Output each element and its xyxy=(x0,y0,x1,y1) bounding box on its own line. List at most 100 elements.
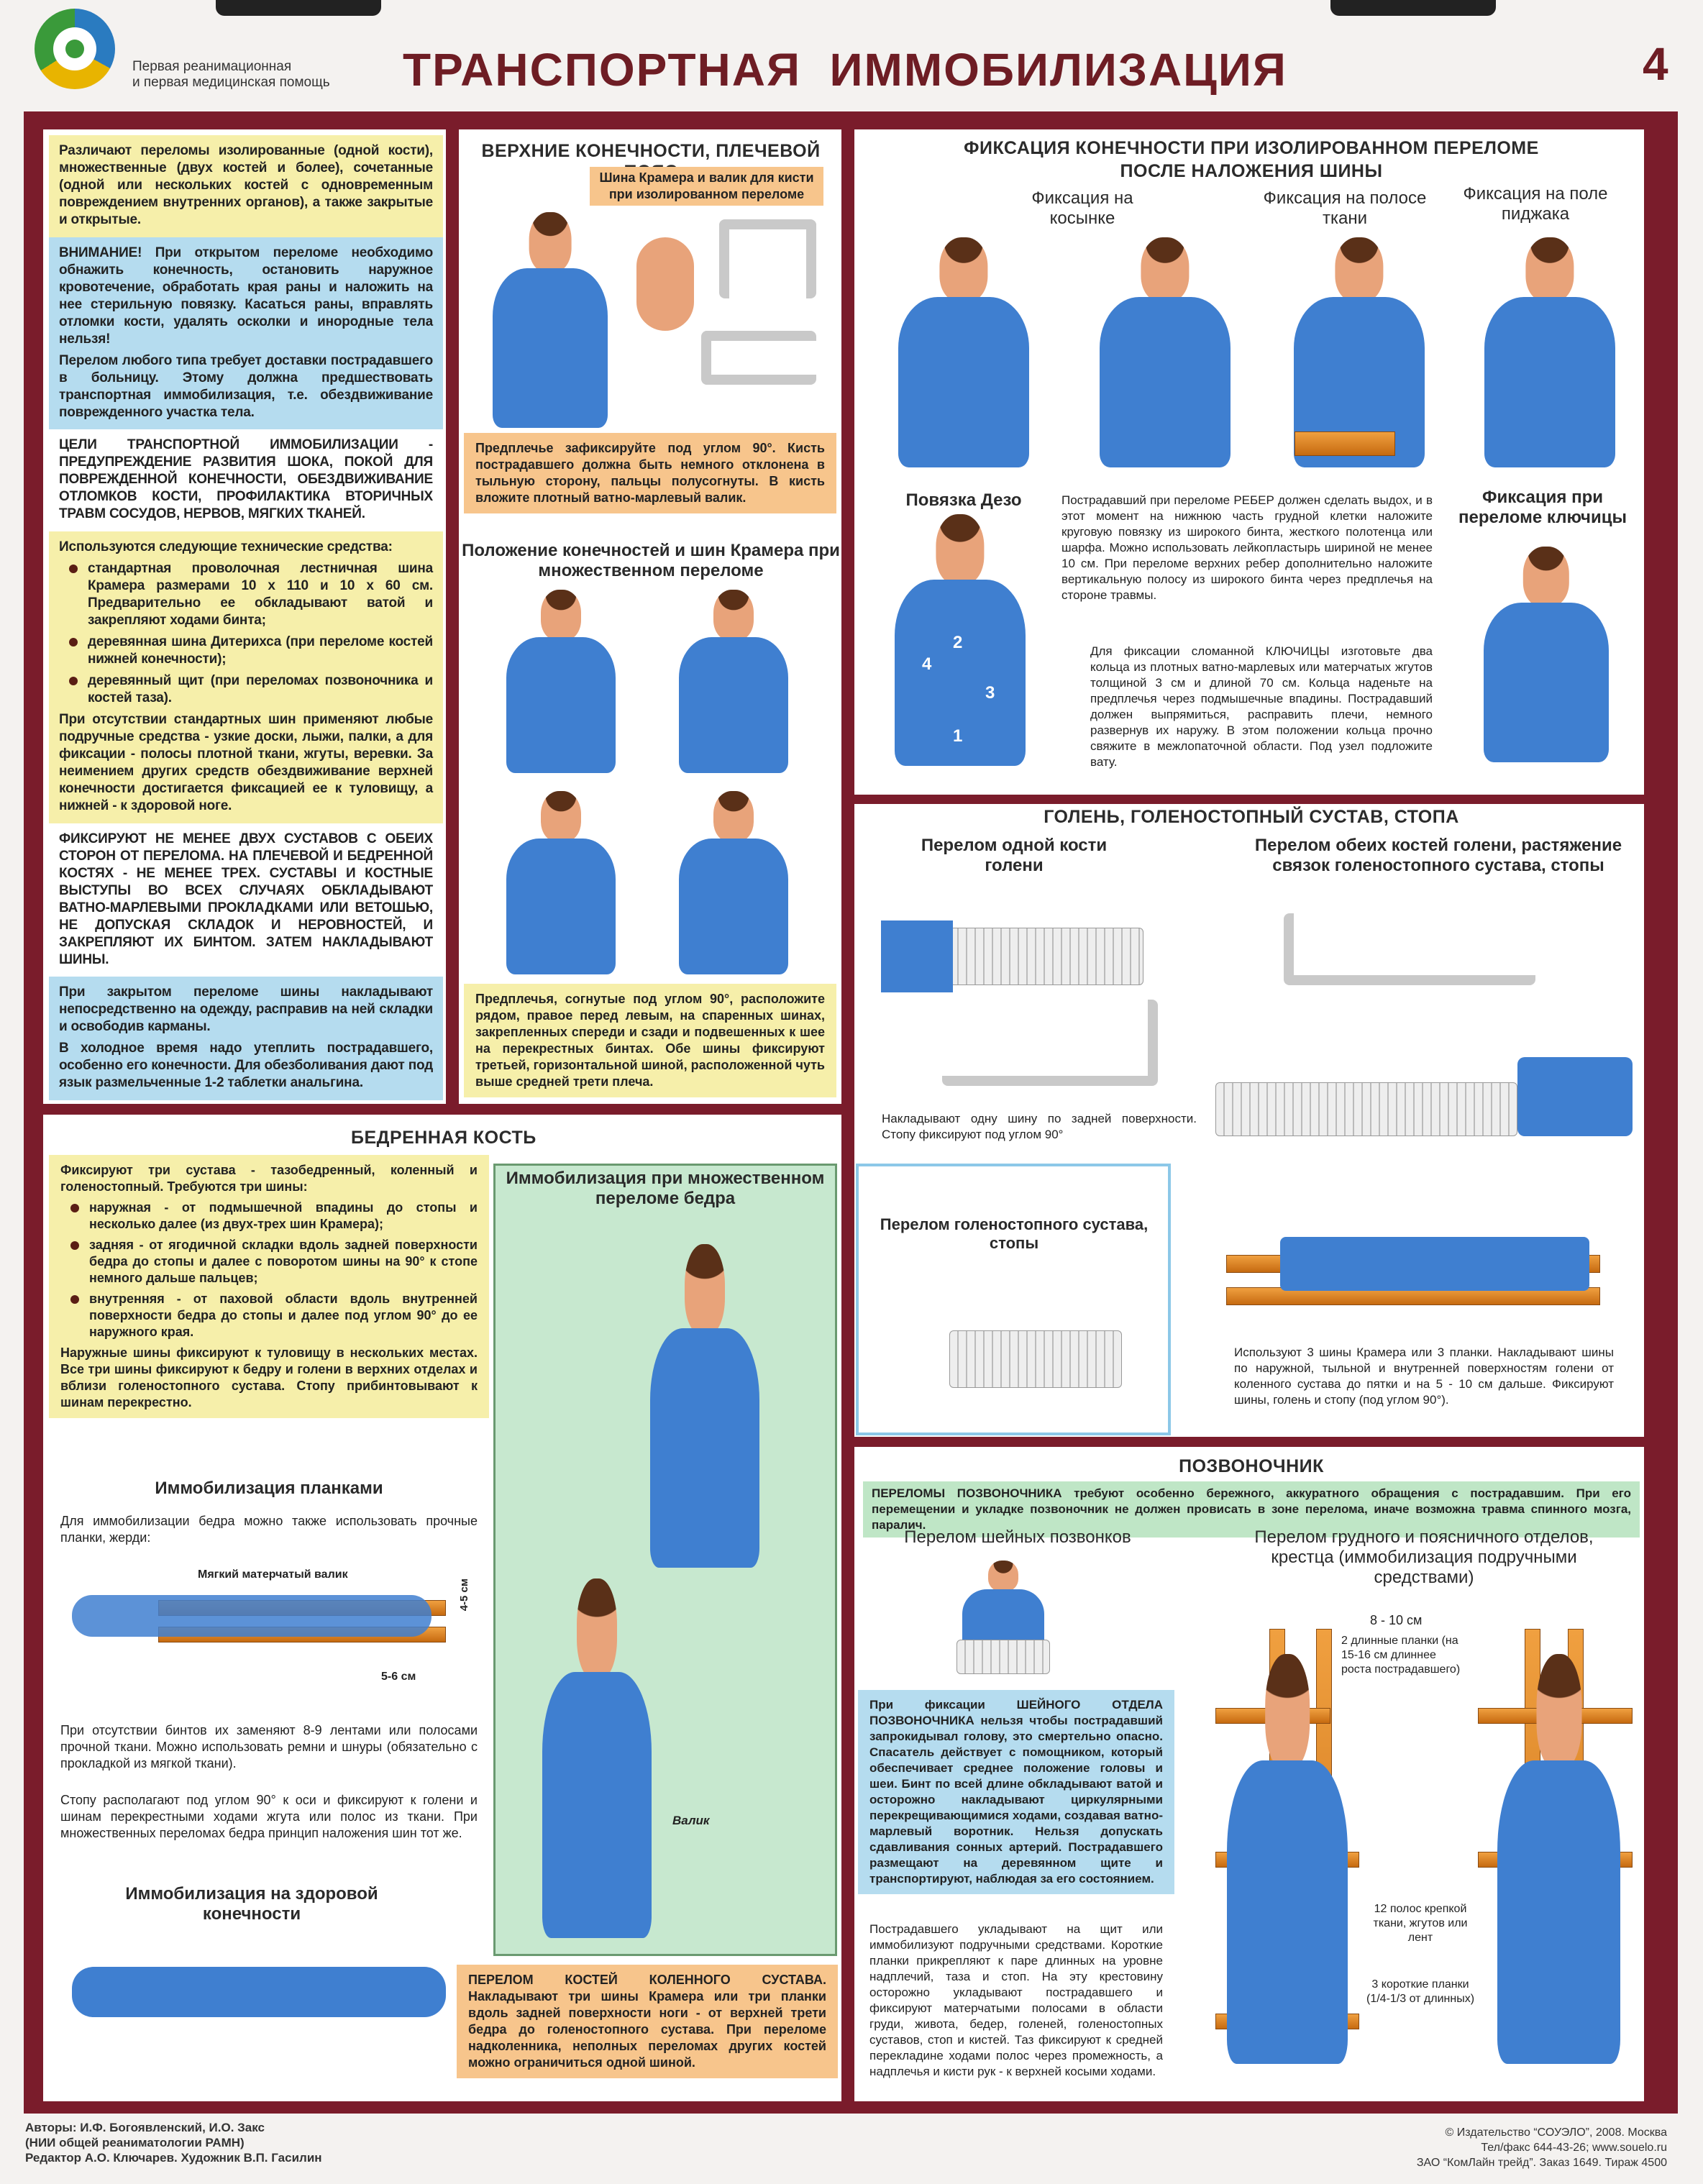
dezo-step: 3 xyxy=(985,683,995,703)
goals-text: ЦЕЛИ ТРАНСПОРТНОЙ ИММОБИЛИЗАЦИИ - ПРЕДУП… xyxy=(59,437,433,522)
publisher: © Издательство “СОУЭЛО”, 2008. Москва xyxy=(1445,2126,1667,2139)
closed-block: При закрытом переломе шины накладывают н… xyxy=(49,977,443,1101)
section-title-spine: ПОЗВОНОЧНИК xyxy=(1179,1456,1324,1476)
clavicle-text: Для фиксации сломанной КЛЮЧИЦЫ изготовьт… xyxy=(1090,644,1433,769)
roll-label: Мягкий матерчатый валик xyxy=(198,1568,348,1581)
section-title-shin: ГОЛЕНЬ, ГОЛЕНОСТОПНЫЙ СУСТАВ, СТОПА xyxy=(1044,807,1459,827)
illustration-hand-roll xyxy=(636,237,694,331)
illustration-jacket-flap xyxy=(1464,237,1636,467)
strips-label: 12 полос крепкой ткани, жгутов или лент xyxy=(1373,1903,1468,1944)
splint-label: Шина Крамера и валик для кисти при изоли… xyxy=(590,167,823,206)
illustration-clavicle-rings xyxy=(1464,547,1629,762)
credits: Авторы: И.Ф. Богоявленский, И.О. Закс (Н… xyxy=(25,2120,322,2165)
means-list: стандартная проволочная лестничная шина … xyxy=(59,560,433,707)
illustration-legs-on-planks xyxy=(1280,1237,1589,1291)
delivery-text: Перелом любого типа требует доставки пос… xyxy=(59,352,433,420)
illustration-dezo-bandage xyxy=(874,514,1046,766)
publisher-logo xyxy=(35,9,115,89)
hanging-clip-right xyxy=(1330,0,1496,16)
warning-block: ВНИМАНИЕ! При открытом переломе необходи… xyxy=(49,237,443,430)
authors: Авторы: И.Ф. Богоявленский, И.О. Закс xyxy=(25,2121,265,2134)
label-clavicle: Фиксация при переломе ключицы xyxy=(1458,488,1627,527)
label-jacket-flap: Фиксация на поле пиджака xyxy=(1463,184,1608,224)
illustration-shin-bandage xyxy=(949,928,1143,985)
contacts: Тел/факс 644-43-26; www.souelo.ru xyxy=(1481,2142,1667,2154)
dimension-label: 4-5 см xyxy=(458,1578,470,1612)
illustration-multiple-front xyxy=(489,590,633,773)
label-dezo: Повязка Дезо xyxy=(905,490,1022,510)
planks-title: Иммобилизация планками xyxy=(155,1479,383,1498)
series-line: и первая медицинская помощь xyxy=(132,75,330,90)
multiple-fracture-text: Предплечья, согнутые под углом 90°, расп… xyxy=(464,984,836,1097)
illustration-healthy-limb xyxy=(72,1967,446,2017)
femur-fixing: Наружные шины фиксируют к туловищу в нес… xyxy=(60,1345,478,1409)
list-item: внутренняя - от паховой области вдоль вн… xyxy=(60,1291,478,1340)
list-item: деревянная шина Дитерихса (при переломе … xyxy=(59,634,433,668)
institute: (НИИ общей реаниматологии РАМН) xyxy=(25,2136,245,2149)
gap-label: 8 - 10 см xyxy=(1370,1613,1423,1627)
foot-text: Стопу располагают под углом 90° к оси и … xyxy=(60,1793,478,1840)
illustration-multiple-front-horizontal xyxy=(489,791,633,974)
hanging-clip-left xyxy=(216,0,381,16)
short-planks-label: 3 короткие планки (1/4-1/3 от длинных) xyxy=(1366,1978,1475,2005)
both-bones-text: Используют 3 шины Крамера или 3 планки. … xyxy=(1234,1345,1614,1407)
general-column: Различают переломы изолированные (одной … xyxy=(49,135,443,1101)
illustration-multiple-back xyxy=(662,590,805,773)
illustration-cotton-collar xyxy=(956,1640,1050,1674)
editor: Редактор А.О. Ключарев. Художник В.П. Га… xyxy=(25,2151,322,2165)
series-line: Первая реанимационная xyxy=(132,59,292,74)
closed-text: При закрытом переломе шины накладывают н… xyxy=(59,984,433,1035)
illustration-kerchief xyxy=(1079,237,1251,467)
intro-text: Различают переломы изолированные (одной … xyxy=(49,135,443,237)
list-item: задняя - от ягодичной складки вдоль задн… xyxy=(60,1237,478,1287)
means-block: Используются следующие технические средс… xyxy=(49,531,443,823)
illustration-lying-person xyxy=(72,1595,432,1637)
sheet-number: 4 xyxy=(1643,38,1668,90)
page-title: ТРАНСПОРТНАЯ ИММОБИЛИЗАЦИЯ xyxy=(403,44,1287,96)
label-fabric-strip: Фиксация на полосе ткани xyxy=(1263,188,1427,228)
illustration-arm-splint xyxy=(475,212,626,428)
illustration-ankle-bandage xyxy=(949,1330,1122,1388)
print-info: ЗАО “КомЛайн трейд”. Заказ 1649. Тираж 4… xyxy=(1416,2157,1667,2169)
illustration-femur-splint-front xyxy=(633,1244,777,1568)
long-planks-label: 2 длинные планки (на 15-16 см длиннее ро… xyxy=(1341,1635,1461,1676)
femur-splints-block: Фиксируют три сустава - тазобедренный, к… xyxy=(49,1155,489,1418)
one-bone-text: Накладывают одну шину по задней поверхно… xyxy=(882,1112,1197,1141)
cold-text: В холодное время надо утеплить пострадав… xyxy=(59,1041,433,1091)
label-thoracic: Перелом грудного и поясничного отделов, … xyxy=(1254,1527,1594,1587)
dimension-label: 5-6 см xyxy=(381,1671,416,1683)
cervical-text: При фиксации ШЕЙНОГО ОТДЕЛА ПОЗВОНОЧНИКА… xyxy=(858,1690,1174,1894)
label-both-bones: Перелом обеих костей голени, растяжение … xyxy=(1254,836,1622,875)
ankle-fracture-box xyxy=(856,1164,1171,1435)
means-title: Используются следующие технические средс… xyxy=(59,539,393,555)
femur-intro: Фиксируют три сустава - тазобедренный, к… xyxy=(60,1163,478,1194)
section-title-fixation: ФИКСАЦИЯ КОНЕЧНОСТИ ПРИ ИЗОЛИРОВАННОМ ПЕ… xyxy=(964,138,1539,181)
ribs-text: Пострадавший при переломе РЕБЕР должен с… xyxy=(1061,493,1433,602)
illustration-multiple-back-horizontal xyxy=(662,791,805,974)
illustration-kramer-splint xyxy=(719,219,816,298)
illustration-spine-front xyxy=(1208,1654,1366,2064)
list-item: стандартная проволочная лестничная шина … xyxy=(59,560,433,629)
multiple-fracture-title: Положение конечностей и шин Крамера при … xyxy=(462,541,840,580)
femur-splints-list: наружная - от подмышечной впадины до сто… xyxy=(60,1200,478,1340)
label-kerchief: Фиксация на косынке xyxy=(1031,188,1133,228)
warning-text: ВНИМАНИЕ! При открытом переломе необходи… xyxy=(59,245,433,347)
dezo-step: 4 xyxy=(922,654,932,674)
knee-fracture-text: ПЕРЕЛОМ КОСТЕЙ КОЛЕННОГО СУСТАВА. Наклад… xyxy=(457,1965,838,2078)
illustration-splint-plank xyxy=(1295,431,1395,456)
joints-text: ФИКСИРУЮТ НЕ МЕНЕЕ ДВУХ СУСТАВОВ С ОБЕИХ… xyxy=(59,831,433,967)
illustration-kramer-splint xyxy=(701,331,816,385)
dezo-step: 1 xyxy=(953,726,963,746)
illustration-femur-splint-planks xyxy=(525,1578,669,1938)
label-cervical: Перелом шейных позвонков xyxy=(904,1527,1131,1547)
illustration-kramer-leg-splint xyxy=(1284,913,1535,985)
illustration-kerchief-open xyxy=(877,237,1050,467)
illustration-trousers xyxy=(881,920,953,992)
list-item: деревянный щит (при переломах позвоночни… xyxy=(59,672,433,707)
label-one-bone: Перелом одной кости голени xyxy=(921,836,1108,875)
spine-intro: ПЕРЕЛОМЫ ПОЗВОНОЧНИКА требуют особенно б… xyxy=(863,1481,1640,1538)
multiple-femur-title: Иммобилизация при множественном переломе… xyxy=(506,1169,825,1208)
illustration-spine-back xyxy=(1478,1654,1640,2064)
illustration-both-bones-bandage xyxy=(1215,1082,1517,1136)
forearm-text: Предплечье зафиксируйте под углом 90°. К… xyxy=(464,433,836,513)
